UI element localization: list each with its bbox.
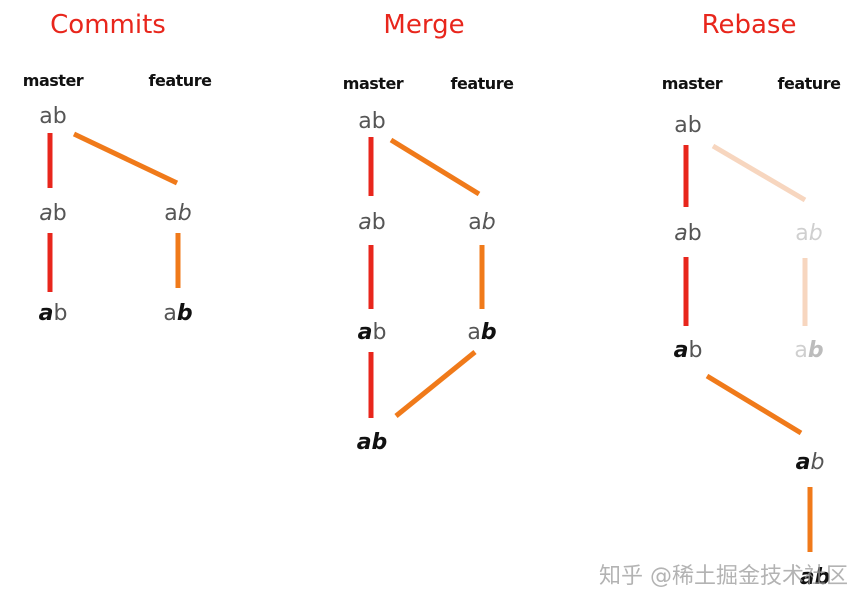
faded-commit-node-feature-2: ab <box>794 338 823 363</box>
branch-label-feature: feature <box>451 74 515 93</box>
panel-rebase: Rebase master feature ab ab ab ab ab ab … <box>662 10 842 590</box>
merge-edge <box>394 350 477 418</box>
commit-node-merge: ab <box>357 430 388 455</box>
branch-label-master: master <box>23 71 84 90</box>
commit-node-rebased-2: ab <box>800 565 831 590</box>
commit-node-master-2: ab <box>674 338 703 363</box>
commit-node-feature-1: ab <box>468 210 495 235</box>
branch-label-feature: feature <box>149 71 213 90</box>
branch-label-feature: feature <box>778 74 842 93</box>
commit-node-base: ab <box>674 113 701 138</box>
branch-edge <box>72 131 179 186</box>
commit-node-base: ab <box>358 109 385 134</box>
faded-branch-edge <box>711 143 807 203</box>
panel-title-merge: Merge <box>383 10 464 40</box>
commit-node-rebased-1: ab <box>796 450 825 475</box>
commit-node-master-1: ab <box>674 221 701 246</box>
commit-node-feature-2: ab <box>163 301 192 326</box>
commit-node-base: ab <box>39 104 66 129</box>
rebase-edge <box>705 373 803 436</box>
commit-node-master-1: ab <box>39 201 66 226</box>
panel-merge: Merge master feature ab ab ab ab ab ab <box>343 10 515 455</box>
panel-title-commits: Commits <box>50 10 166 40</box>
commit-node-master-1: ab <box>358 210 385 235</box>
branch-label-master: master <box>343 74 404 93</box>
watermark-text: 知乎 @稀土掘金技术社区 <box>599 564 848 589</box>
commit-node-feature-2: ab <box>467 320 496 345</box>
panel-title-rebase: Rebase <box>702 10 797 40</box>
branch-edge <box>389 137 481 197</box>
commit-node-master-2: ab <box>358 320 387 345</box>
panel-commits: Commits master feature ab ab ab ab ab <box>23 10 213 326</box>
branch-label-master: master <box>662 74 723 93</box>
faded-commit-node-feature-1: ab <box>795 221 822 246</box>
commit-node-master-2: ab <box>39 301 68 326</box>
commit-node-feature-1: ab <box>164 201 191 226</box>
